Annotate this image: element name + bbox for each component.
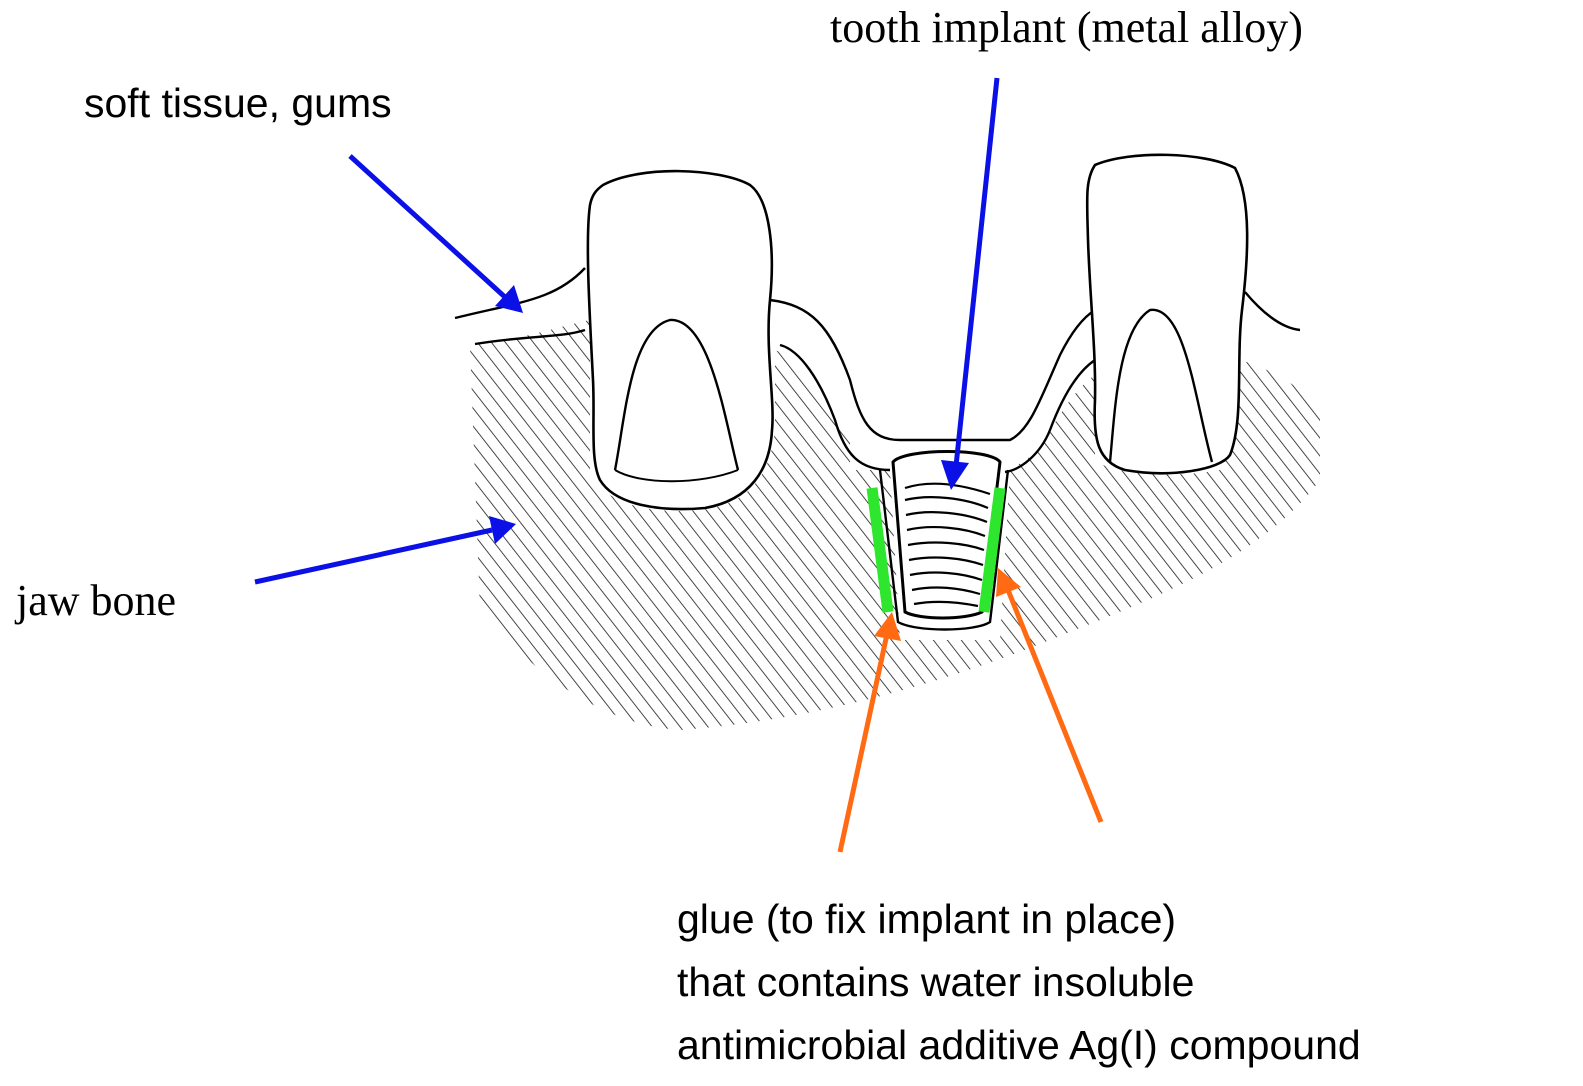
arrow-implant: [941, 78, 997, 490]
label-glue-line-1: glue (to fix implant in place): [677, 888, 1361, 951]
label-soft-tissue-gums: soft tissue, gums: [84, 80, 392, 127]
label-glue-line-3: antimicrobial additive Ag(I) compound: [677, 1014, 1361, 1077]
label-jaw-bone: jaw bone: [16, 575, 176, 626]
label-glue-line-2: that contains water insoluble: [677, 951, 1361, 1014]
label-tooth-implant: tooth implant (metal alloy): [830, 2, 1303, 53]
right-tooth: [1087, 155, 1247, 473]
label-glue: glue (to fix implant in place) that cont…: [677, 888, 1361, 1077]
arrow-gums: [350, 156, 523, 313]
left-tooth: [588, 171, 773, 509]
